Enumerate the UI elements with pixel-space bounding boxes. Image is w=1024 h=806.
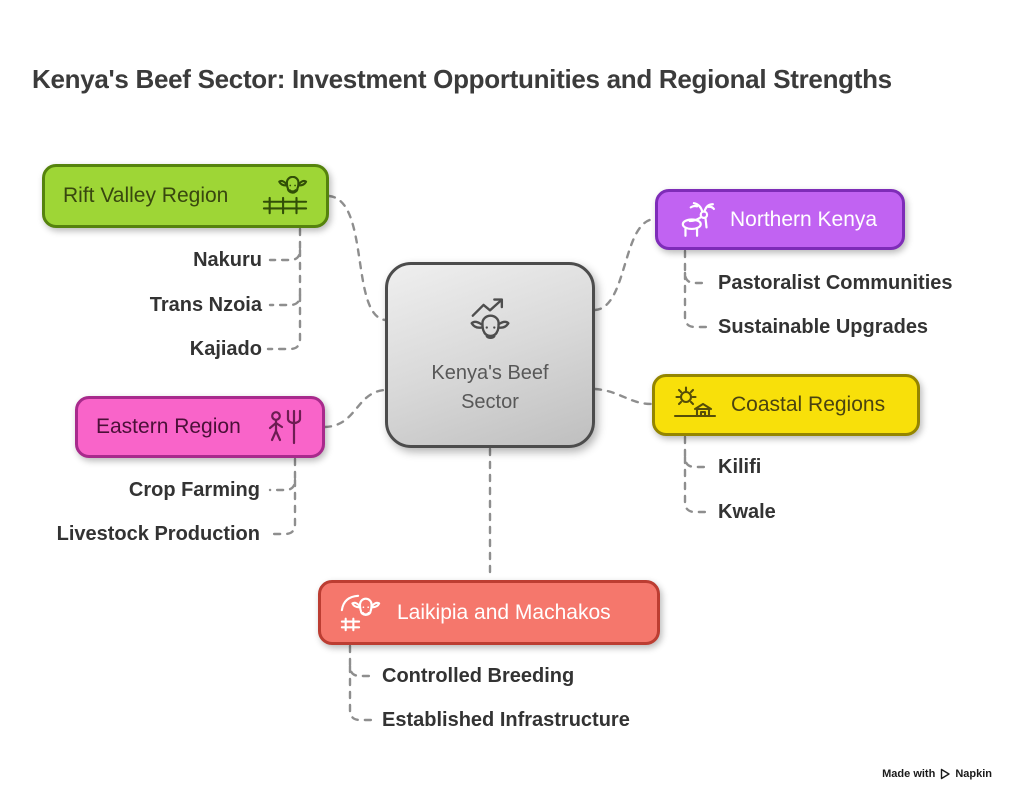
branch-label-coastal-regions: Coastal Regions bbox=[731, 393, 886, 416]
page-title: Kenya's Beef Sector: Investment Opportun… bbox=[32, 64, 892, 94]
napkin-watermark[interactable]: Made with Napkin bbox=[882, 768, 992, 780]
branch-label-northern-kenya: Northern Kenya bbox=[730, 207, 878, 231]
child-trans-nzoia[interactable]: Trans Nzoia bbox=[149, 294, 262, 316]
child-sustainable-upgrades[interactable]: Sustainable Upgrades bbox=[718, 316, 929, 338]
child-pastoralist-communities[interactable]: Pastoralist Communities bbox=[718, 272, 953, 294]
sun-coast-icon bbox=[673, 386, 717, 424]
child-nakuru[interactable]: Nakuru bbox=[193, 249, 262, 271]
child-kilifi[interactable]: Kilifi bbox=[718, 456, 762, 478]
cattle-pen-icon bbox=[339, 592, 383, 634]
pitchfork-icon bbox=[266, 407, 304, 447]
branch-node-coastal-regions[interactable]: Coastal Regions bbox=[652, 374, 920, 436]
watermark-brand: Napkin bbox=[955, 768, 992, 780]
child-kajiado[interactable]: Kajiado bbox=[189, 338, 262, 360]
center-node-label: Kenya's Beef Sector bbox=[431, 361, 549, 413]
child-established-infrastructure[interactable]: Established Infrastructure bbox=[382, 709, 630, 731]
branch-node-eastern-region[interactable]: Eastern Region bbox=[75, 396, 325, 458]
napkin-logo-icon bbox=[939, 768, 951, 780]
child-livestock-production[interactable]: Livestock Production bbox=[56, 523, 260, 545]
antelope-icon bbox=[676, 201, 716, 239]
cattle-trend-icon bbox=[462, 294, 518, 351]
center-node-beef-sector[interactable]: Kenya's Beef Sector bbox=[385, 262, 595, 448]
child-controlled-breeding[interactable]: Controlled Breeding bbox=[382, 665, 575, 687]
child-crop-farming[interactable]: Crop Farming bbox=[128, 479, 260, 501]
branch-node-rift-valley[interactable]: Rift Valley Region bbox=[42, 164, 329, 228]
branch-label-eastern-region: Eastern Region bbox=[96, 415, 241, 438]
branch-node-northern-kenya[interactable]: Northern Kenya bbox=[655, 189, 905, 250]
branch-label-rift-valley: Rift Valley Region bbox=[63, 184, 229, 207]
watermark-made-with: Made with bbox=[882, 768, 936, 780]
branch-label-laikipia-machakos: Laikipia and Machakos bbox=[397, 600, 611, 624]
cattle-fence-icon bbox=[262, 176, 308, 216]
branch-node-laikipia-machakos[interactable]: Laikipia and Machakos bbox=[318, 580, 660, 645]
child-kwale[interactable]: Kwale bbox=[718, 501, 776, 523]
